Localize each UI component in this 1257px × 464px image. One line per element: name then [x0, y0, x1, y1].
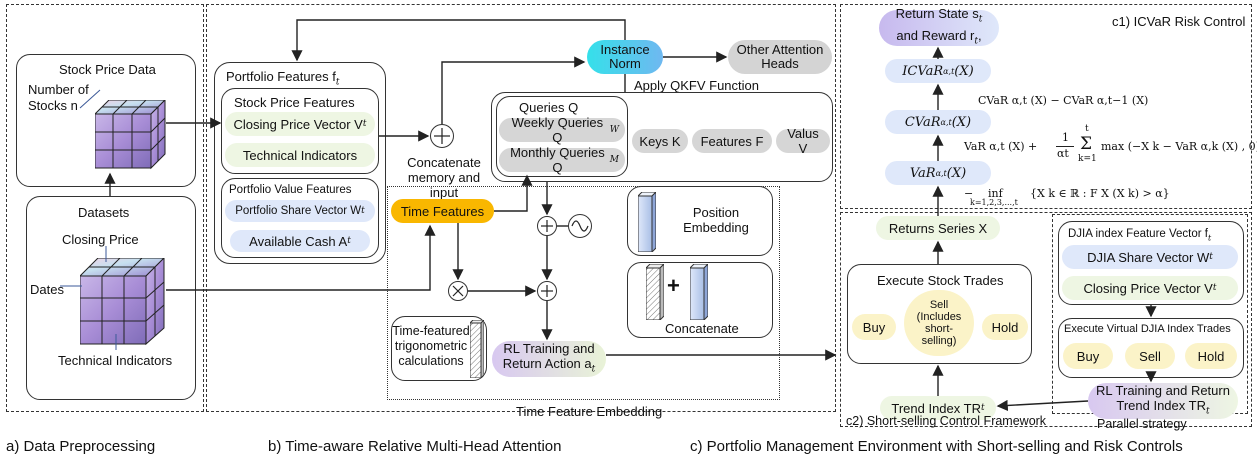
time-feature-embedding-frame [387, 186, 780, 400]
hatched-bar-icon [646, 264, 664, 320]
panel-c2-frame [840, 212, 1252, 427]
trig-calc-label: Time-featured trigonometric calculations [392, 324, 470, 368]
portfolio-value-features-label: Portfolio Value Features [229, 184, 352, 196]
eq-frac-num: 1 [1062, 131, 1069, 144]
c2-title: c2) Short-selling Control Framework [846, 414, 1047, 428]
panel-a-frame [6, 4, 204, 412]
datasets-label: Datasets [78, 205, 130, 220]
instance-norm-pill: Instance Norm [587, 40, 663, 74]
sine-wave-icon [568, 214, 592, 238]
eq-cvar-difference: CVaR α,t (X) − CVaR α,t−1 (X) [978, 94, 1149, 107]
eq-sum: Σ [1080, 134, 1093, 154]
c1-title: c1) ICVaR Risk Control [1112, 14, 1246, 29]
caption-a: a) Data Preprocessing [6, 438, 156, 455]
concatenate-label: Concatenate [665, 321, 739, 336]
queries-label: Queries Q [519, 100, 579, 115]
hold-pill: Hold [982, 314, 1028, 340]
eq-var-set: {X k ∈ ℝ : F X (X k) > α} [1030, 187, 1170, 200]
stock-cube-icon [95, 100, 166, 170]
djia-feature-label: DJIA index Feature Vector ft [1068, 228, 1212, 243]
execute-virtual-label: Execute Virtual DJIA Index Trades [1064, 323, 1231, 335]
trig-bar-icon [470, 320, 484, 378]
time-features-pill: Time Features [391, 199, 494, 223]
keys-pill: Keys K [632, 129, 688, 153]
return-state-pill: Return State st and Reward rt, [879, 6, 999, 47]
number-of-stocks-label-2: Stocks n [28, 98, 78, 113]
eq-sum-bot: k=1 [1078, 154, 1097, 164]
buy-pill: Buy [852, 314, 896, 340]
eq-var-minus: − [964, 187, 974, 200]
apply-qkfv-label: Apply QKFV Function [634, 78, 759, 93]
sell-short-pill: Sell (Includes short-selling) [904, 290, 974, 356]
parallel-strategy-label: Parallel strategy [1097, 417, 1187, 431]
concat-plus-icon [430, 124, 454, 148]
stock-price-data-label: Stock Price Data [59, 62, 156, 77]
stock-price-features-label: Stock Price Features [234, 95, 355, 110]
panel-c1-frame [840, 4, 1252, 209]
eq-frac-line [1056, 146, 1074, 147]
panel-b-frame [206, 4, 836, 412]
dataset-cube-icon [80, 258, 165, 346]
eq-frac-den: αt [1057, 147, 1069, 160]
dates-label: Dates [30, 282, 64, 297]
virtual-buy-pill: Buy [1063, 343, 1113, 369]
sum-circle-icon-2 [537, 281, 557, 301]
other-attention-heads-pill: Other Attention Heads [728, 40, 832, 74]
caption-b: b) Time-aware Relative Multi-Head Attent… [268, 438, 562, 455]
rl-training-pill: RL Training and Return Action at [492, 341, 606, 377]
execute-stock-trades-label: Execute Stock Trades [877, 273, 1004, 288]
position-embedding-label: Position Embedding [683, 205, 749, 235]
eq-var-inf-sub: k=1,2,3,...,t [970, 198, 1018, 207]
values-pill: Valus V [776, 126, 830, 156]
features-pill: Features F [692, 129, 772, 153]
technical-indicators-label: Technical Indicators [58, 353, 173, 368]
position-embedding-bar-icon [638, 192, 656, 252]
technical-indicators-pill: Technical Indicators [225, 143, 375, 167]
eq-cvar-definition-b: max (−X k − VaR α,k (X) , 0) [1101, 140, 1257, 153]
virtual-hold-pill: Hold [1185, 343, 1237, 369]
sum-circle-icon-1 [537, 216, 557, 236]
number-of-stocks-label: Number of [28, 82, 89, 97]
eq-cvar-definition-a: VaR α,t (X) + [964, 140, 1038, 153]
caption-c: c) Portfolio Management Environment with… [690, 438, 1183, 455]
multiply-circle-icon [448, 281, 468, 301]
eq-var-inf: inf [988, 187, 1003, 200]
time-feature-embedding-label: Time Feature Embedding [516, 404, 663, 419]
closing-price-label: Closing Price [62, 232, 139, 247]
embedding-bar-icon [690, 264, 708, 320]
virtual-sell-pill: Sell [1125, 343, 1175, 369]
portfolio-features-title: Portfolio Features ft [226, 69, 340, 88]
returns-series-pill: Returns Series X [876, 216, 1000, 240]
eq-sum-top: t [1085, 124, 1089, 134]
plus-icon: + [667, 273, 680, 298]
